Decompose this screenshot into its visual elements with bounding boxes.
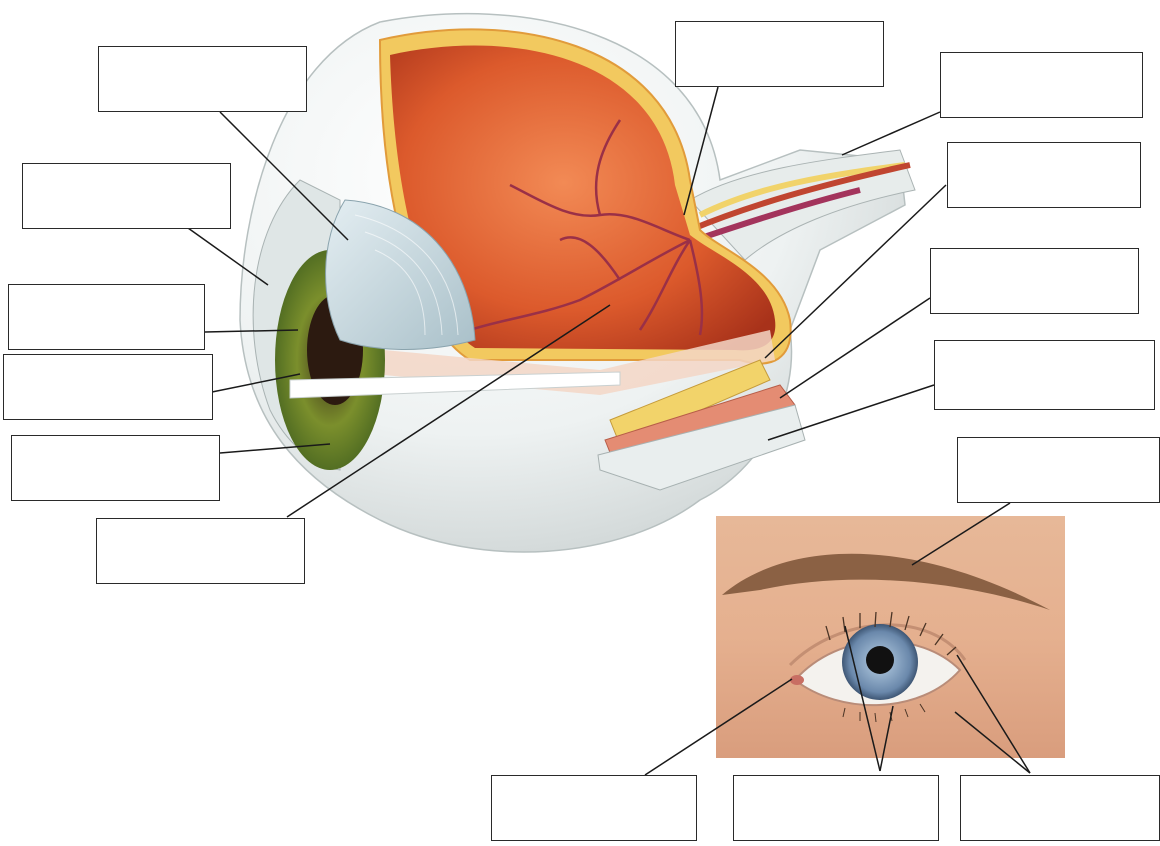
leader-ciliary	[780, 298, 930, 398]
label-box-sclera[interactable]	[934, 340, 1155, 410]
tear-duct-shape	[790, 675, 804, 685]
label-box-lens[interactable]	[98, 46, 307, 112]
label-box-retina[interactable]	[675, 21, 884, 87]
label-box-iris[interactable]	[11, 435, 220, 501]
label-box-eyelashes[interactable]	[733, 775, 939, 841]
leader-optic-nerve	[842, 112, 940, 155]
label-box-pupil[interactable]	[8, 284, 205, 350]
label-box-optic-nerve[interactable]	[940, 52, 1143, 118]
label-box-cornea[interactable]	[22, 163, 231, 229]
label-box-tear-duct[interactable]	[491, 775, 697, 841]
eyeball	[240, 14, 915, 552]
label-box-eyelids[interactable]	[960, 775, 1160, 841]
label-box-anterior-chamber[interactable]	[3, 354, 213, 420]
face-pupil	[866, 646, 894, 674]
label-box-choroid[interactable]	[947, 142, 1141, 208]
label-box-ciliary-layer[interactable]	[930, 248, 1139, 314]
label-box-eyebrow[interactable]	[957, 437, 1160, 503]
label-box-vitreous-humor[interactable]	[96, 518, 305, 584]
